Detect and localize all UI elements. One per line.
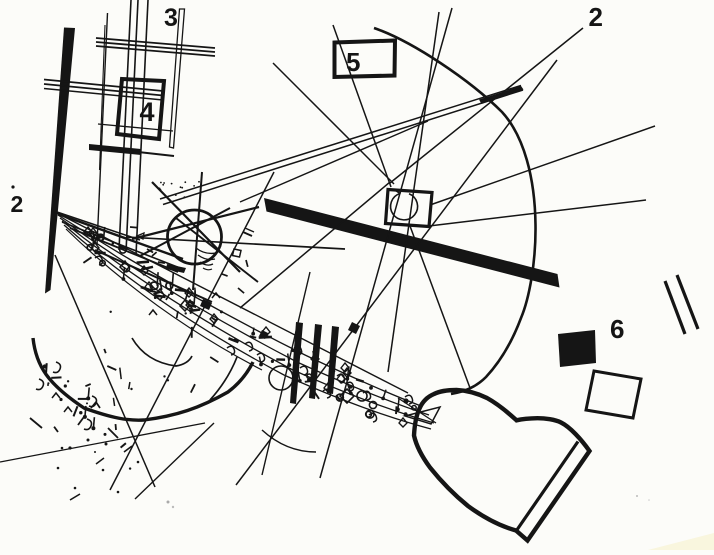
svg-text:3: 3: [164, 4, 178, 32]
svg-text:6: 6: [610, 314, 624, 344]
svg-text:5: 5: [346, 47, 360, 77]
svg-text:2: 2: [11, 191, 24, 217]
svg-text:4: 4: [140, 97, 155, 127]
svg-text:2: 2: [589, 2, 603, 32]
